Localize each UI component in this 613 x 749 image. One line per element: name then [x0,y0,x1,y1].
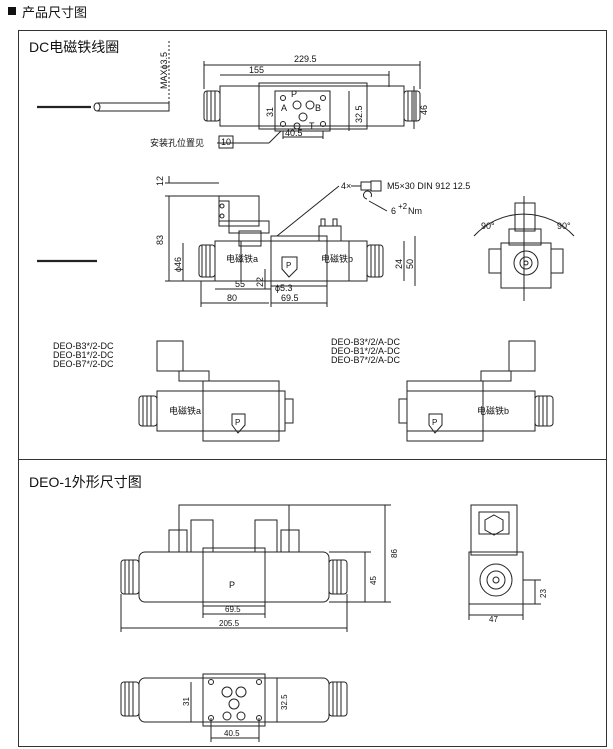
dim-24-label: 24 [394,259,404,269]
port-b-label: B [315,103,321,113]
deo1-dim-86-label: 86 [390,549,399,558]
variant-left-code-3: DEO-B7*/2-DC [53,359,114,369]
deo1-dim-47-label: 47 [489,615,498,624]
dim-phi46-label: ϕ46 [173,257,183,272]
dim-12-label: 12 [155,176,165,186]
coil-b-label: 电磁铁b [321,253,353,264]
variant-left-coil-label: 电磁铁a [169,405,201,416]
deo1-dim-40-label: 40.5 [224,729,240,738]
dim-50-label: 50 [405,259,415,269]
variant-right-coil-label: 电磁铁b [477,405,509,416]
max-diameter-label: MAXϕ3.5 [159,52,169,89]
deo1-drawing: P 69.5 205.5 86 45 47 23 [19,460,548,746]
deo1-front-view: P 69.5 205.5 86 45 [121,505,399,632]
variant-right-code-2: DEO-B1*/2/A-DC [331,346,401,356]
dim-22-label: 22 [255,277,265,287]
header: 产品尺寸图 [8,2,88,21]
front-view: 12 83 ϕ46 P 电磁铁a 电磁铁b 4× M5×30 DIN 912 1… [37,176,470,307]
deo1-dim-31-label: 31 [182,697,191,706]
variant-right-code-3: DEO-B7*/2/A-DC [331,355,401,365]
angle-right-label: 90° [557,221,571,231]
dim-46-top-label: 46 [419,105,429,115]
variant-right: DEO-B3*/2/A-DC DEO-B1*/2/A-DC DEO-B7*/2/… [331,337,553,441]
variant-right-code-1: DEO-B3*/2/A-DC [331,337,401,347]
dim-32-label: 32.5 [354,105,364,123]
screw-count: 4× [341,181,351,191]
deo1-dim-205-label: 205.5 [219,619,240,628]
dim-phi53-label: ϕ5.3 [275,283,293,293]
deo1-dim-69-label: 69.5 [225,605,241,614]
side-view: 90° 90° [474,196,574,301]
dc-coil-panel: DC电磁铁线圈 MAXϕ3.5 P A B T [18,30,607,460]
torque-tolerance: +2 [398,202,408,211]
port-a-label: A [281,103,287,113]
dim-155-label: 155 [249,65,264,75]
coil-a-label: 电磁铁a [226,253,258,264]
torque-value: 6 [391,206,396,216]
dc-coil-drawing: MAXϕ3.5 P A B T 229.5 155 46 31 [19,31,606,459]
deo1-dim-45-label: 45 [369,576,378,585]
mount-note: 安装孔位置见 [150,137,204,148]
dim-55-label: 55 [235,279,245,289]
dim-83-label: 83 [155,235,165,245]
deo1-dim-23-label: 23 [539,589,548,598]
dim-229-label: 229.5 [294,54,317,64]
deo1-outline-panel: DEO-1外形尺寸图 P 69.5 205.5 86 45 [18,459,607,747]
header-title: 产品尺寸图 [22,5,88,21]
port-t-label: T [309,121,315,131]
variant-left-p-mark: P [235,418,240,427]
mount-ref: 10 [221,137,231,147]
front-p-mark: P [286,261,291,270]
variant-left-code-1: DEO-B3*/2-DC [53,341,114,351]
deo1-p-mark: P [229,580,235,590]
variant-right-p-mark: P [432,418,437,427]
top-view: MAXϕ3.5 P A B T 229.5 155 46 31 [37,41,429,148]
port-p-label: P [291,89,297,99]
dim-40-label: 40.5 [285,128,303,138]
deo1-bottom-view: 31 32.5 40.5 [121,674,347,742]
variant-left: DEO-B3*/2-DC DEO-B1*/2-DC DEO-B7*/2-DC P… [53,341,293,441]
deo1-dim-32-label: 32.5 [280,694,289,710]
angle-left-label: 90° [481,221,495,231]
variant-left-code-2: DEO-B1*/2-DC [53,350,114,360]
dim-80-label: 80 [227,293,237,303]
panel1-title: DC电磁铁线圈 [29,39,120,55]
deo1-side-view: 47 23 [469,505,548,624]
torque-unit: Nm [408,206,422,216]
panel2-title: DEO-1外形尺寸图 [29,474,142,490]
bullet-square-icon [8,7,16,15]
dim-31-label: 31 [265,107,275,117]
screw-spec: M5×30 DIN 912 12.5 [387,181,470,191]
dim-69-label: 69.5 [281,293,299,303]
